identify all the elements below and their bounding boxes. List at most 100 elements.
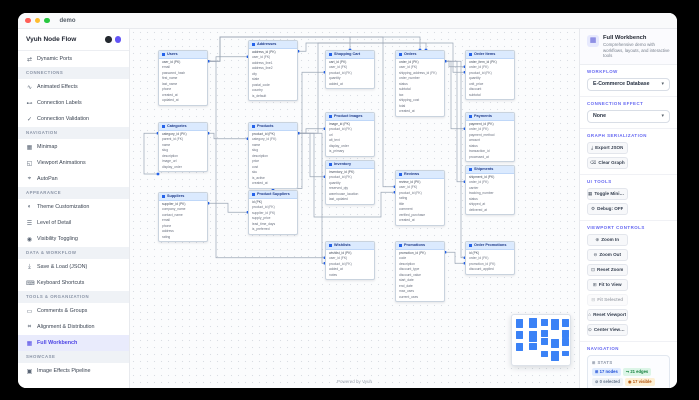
sidebar-item-keyboard-shortcuts[interactable]: ⌨Keyboard Shortcuts <box>18 275 129 291</box>
edge-users-addresses[interactable] <box>208 56 248 62</box>
panel-section-title: NAVIGATION <box>587 345 619 351</box>
reset-viewport-button[interactable]: ⌂Reset Viewport <box>587 308 628 321</box>
sidebar-item-full-workbench[interactable]: ▦Full Workbench <box>18 335 129 351</box>
minimize-window-icon[interactable] <box>34 17 40 24</box>
title-bar: demo <box>18 13 677 29</box>
edge-orders-shipments[interactable] <box>445 60 465 183</box>
sidebar-item-icon: ◐ <box>27 204 32 210</box>
sidebar-item-alignment-distribution[interactable]: ⌗Alignment & Distribution <box>18 319 129 335</box>
sidebar-item-minimap[interactable]: ▦Minimap <box>18 139 129 155</box>
sidebar-item-label: Dynamic Ports <box>37 56 73 62</box>
field-row: comment <box>399 207 413 211</box>
sidebar-item-comments-groups[interactable]: ▭Comments & Groups <box>18 303 129 319</box>
sidebar-item-connection-labels[interactable]: ⊷Connection Labels <box>18 95 129 111</box>
edge-products-product_images[interactable] <box>298 128 325 134</box>
minimap[interactable] <box>511 314 571 366</box>
field-row: title <box>399 201 405 206</box>
center-viewport-button[interactable]: ⊙Center Viewport <box>587 323 628 336</box>
edge-products-inventory[interactable] <box>298 132 325 178</box>
debug-toggle-icon: ⚙ <box>591 205 596 211</box>
select-value: E-Commerce Database <box>593 81 650 87</box>
workflow-select[interactable]: E-Commerce Database▾ <box>587 77 670 91</box>
zoom-in-button[interactable]: ⊕Zoom In <box>587 233 628 246</box>
field-row: postal_code <box>252 82 270 87</box>
clear-graph-button[interactable]: ⌫Clear Graph <box>587 156 628 169</box>
field-row: order_number <box>399 76 420 80</box>
debug-toggle-button[interactable]: ⚙Debug: OFF <box>587 202 628 215</box>
field-row: slug <box>252 148 259 152</box>
button-label: Center Viewport <box>593 327 627 332</box>
node-header: Product Images <box>326 113 374 121</box>
export-json-button[interactable]: ⤓Export JSON <box>587 141 628 154</box>
edge-orders-payments[interactable] <box>445 60 465 130</box>
sidebar-item-level-of-detail[interactable]: ☰Level of Detail <box>18 215 129 231</box>
sidebar-item-save-load-json-[interactable]: ⤓Save & Load (JSON) <box>18 259 129 275</box>
table-icon <box>162 52 165 56</box>
field-row: quantity <box>469 76 481 80</box>
field-row: shipping_address_id (FK) <box>399 70 437 75</box>
close-window-icon[interactable] <box>25 17 31 24</box>
maximize-window-icon[interactable] <box>44 17 50 24</box>
sidebar-item-image-effects-pipeline[interactable]: ▣Image Effects Pipeline <box>18 363 129 379</box>
sidebar-item-animated-effects[interactable]: ∿Animated Effects <box>18 79 129 95</box>
connection-effect-select[interactable]: None▾ <box>587 109 670 123</box>
edge-orders-order_items[interactable] <box>445 60 465 68</box>
edge-categories-categories[interactable] <box>143 132 158 175</box>
node-header: Categories <box>159 123 207 131</box>
sidebar-item-icon: ∿ <box>26 84 33 91</box>
field-row: is_default <box>252 93 267 98</box>
field-row: state <box>252 77 260 81</box>
edge-orders-order_promotions[interactable] <box>445 60 465 259</box>
edge-promotions-order_promotions[interactable] <box>445 251 465 264</box>
edge-products-shopping_cart[interactable] <box>298 71 325 134</box>
sidebar-item-visibility-toggling[interactable]: ◉Visibility Toggling <box>18 231 129 247</box>
fit-to-view-button[interactable]: ⊞Fit to View <box>587 278 628 291</box>
zoom-out-button[interactable]: ⊖Zoom Out <box>587 248 628 261</box>
toggle-minimap-button[interactable]: ▦Toggle Minimap <box>587 187 628 200</box>
table-icon <box>399 52 402 56</box>
node-header: Promotions <box>396 242 444 250</box>
table-icon <box>162 124 165 128</box>
github-icon[interactable] <box>105 36 112 43</box>
sidebar-item-viewport-animations[interactable]: ◱Viewport Animations <box>18 155 129 171</box>
field-row: quantity <box>329 76 341 80</box>
sidebar-item-dynamic-ports[interactable]: ⇄ Dynamic Ports <box>18 51 129 67</box>
edge-products-wishlists[interactable] <box>298 132 325 264</box>
edge-users-orders[interactable] <box>208 36 421 62</box>
vyuh-logo-icon[interactable] <box>114 36 121 43</box>
node-title: Shopping Cart <box>334 52 361 57</box>
sidebar-item-connection-validation[interactable]: ✓Connection Validation <box>18 111 129 127</box>
field-row: amount <box>469 138 480 142</box>
sidebar-item-autopan[interactable]: ⌖AutoPan <box>18 171 129 187</box>
reset-zoom-button[interactable]: ⊡Reset Zoom <box>587 263 628 276</box>
sidebar-item-theme-customization[interactable]: ◐Theme Customization <box>18 199 129 215</box>
sidebar-item-icon: ⇄ <box>26 56 33 63</box>
edge-categories-products[interactable] <box>208 132 248 140</box>
port-icon[interactable] <box>156 172 160 176</box>
edge-suppliers-product_suppliers[interactable] <box>208 202 248 213</box>
